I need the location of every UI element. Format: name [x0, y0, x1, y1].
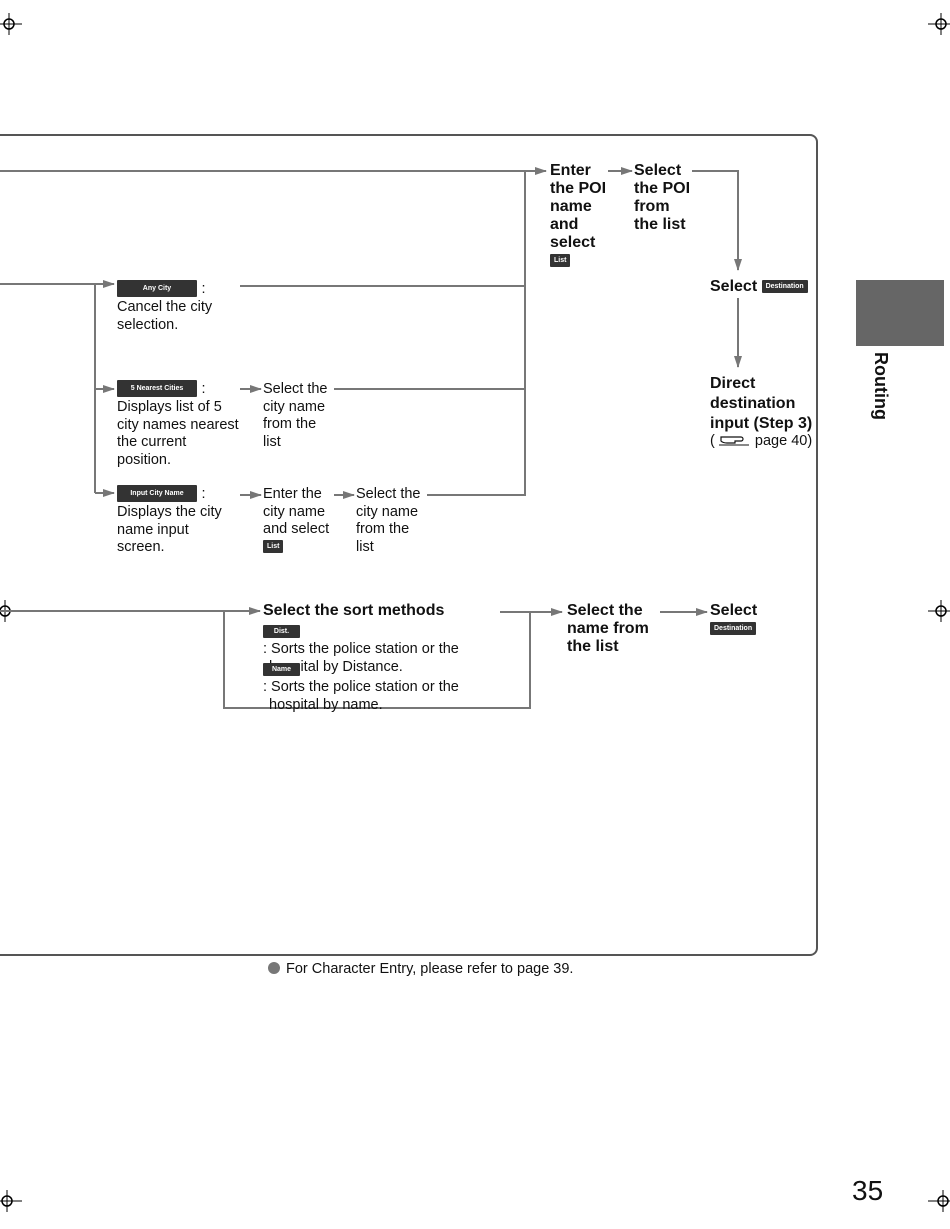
name-button[interactable]: Name	[263, 663, 300, 677]
page-reference: ( page 40)	[710, 433, 813, 449]
dist-desc: : Sorts the police station or the hospit…	[263, 641, 459, 675]
enter-poi-text: Enter the POI name and select	[550, 162, 607, 251]
any-city-desc: Cancel the city selection.	[117, 299, 213, 333]
destination-button-sort[interactable]: Destination	[710, 622, 757, 636]
sort-option-name: Name : Sorts the police station or the h…	[263, 661, 523, 714]
city-option-input: Input City Name :	[117, 485, 205, 504]
sort-option-dist: Dist. : Sorts the police station or the …	[263, 623, 523, 676]
registration-mark-icon	[928, 13, 950, 35]
dist-button[interactable]: Dist.	[263, 625, 300, 639]
registration-mark-icon	[0, 13, 22, 35]
select-city-step: Select the city name from the list	[356, 486, 421, 555]
hand-pointer-icon	[718, 436, 749, 446]
any-city-button[interactable]: Any City	[117, 280, 197, 298]
nearest-cities-desc: Displays list of 5 city names nearest th…	[117, 399, 239, 468]
footnote: For Character Entry, please refer to pag…	[268, 961, 573, 977]
flowchart-frame	[0, 134, 818, 956]
city-option-any: Any City :	[117, 280, 205, 299]
list-button[interactable]: List	[550, 254, 571, 268]
input-city-desc: Displays the city name input screen.	[117, 504, 222, 555]
name-desc: : Sorts the police station or the hospit…	[263, 679, 459, 713]
input-city-name-button[interactable]: Input City Name	[117, 485, 197, 503]
registration-mark-icon	[928, 600, 950, 622]
enter-poi-step: Enter the POI name and select List	[550, 162, 608, 270]
nearest-cities-button[interactable]: 5 Nearest Cities	[117, 380, 197, 398]
enter-city-step: Enter the city name and select List	[263, 486, 335, 556]
sort-destination-step: Select Destination	[710, 602, 757, 638]
registration-mark-icon	[0, 1190, 22, 1212]
nearest-select-step: Select the city name from the list	[263, 381, 328, 450]
select-destination-step: Select Destination	[710, 278, 808, 296]
city-option-nearest: 5 Nearest Cities :	[117, 380, 205, 399]
bullet-icon	[268, 962, 280, 974]
sort-methods-title: Select the sort methods	[263, 602, 445, 619]
destination-button[interactable]: Destination	[761, 280, 808, 294]
select-poi-text: Select the POI from the list	[634, 162, 691, 233]
select-name-text: Select the name from the list	[567, 602, 649, 655]
registration-mark-icon	[928, 1190, 950, 1212]
list-button-city[interactable]: List	[263, 540, 284, 554]
select-label: Select	[710, 278, 758, 295]
section-label: Routing	[871, 352, 891, 420]
direct-input-text: Direct destination input (Step 3)	[710, 375, 813, 432]
section-tab	[856, 280, 944, 346]
page-number: 35	[852, 1175, 884, 1206]
